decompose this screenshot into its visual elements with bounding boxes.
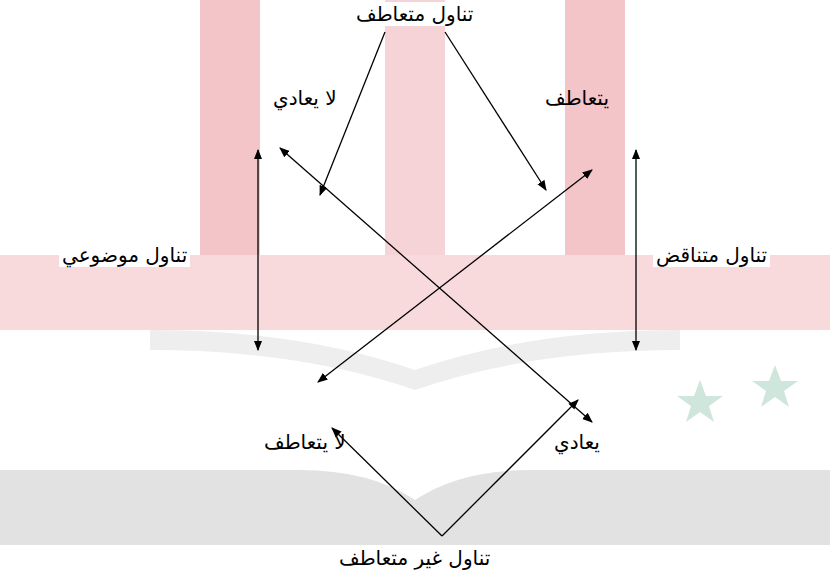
relation-arrow [635,150,636,350]
term-text: لا يتعاطف [264,430,346,454]
logo-bar [385,0,445,260]
relation-label: تناول متناقض [653,243,770,267]
logo-star [677,380,723,422]
relation-label: تناول موضوعي [59,243,190,267]
leader-arrow [442,400,578,536]
term-text: لا يعادي [273,86,337,110]
term-node: يعادي [548,428,606,456]
leader-arrow [332,428,442,536]
logo-star [752,365,798,407]
leader-arrow [445,32,546,190]
leader-arrows [320,32,578,536]
term-node: لا يعادي [267,84,343,112]
relation-arrow [257,150,258,350]
logo-grey-band [0,470,830,545]
relation-label: تناول غير متعاطف [336,546,493,570]
logo-book [150,330,680,390]
relation-label: تناول متعاطف [353,2,476,26]
relation-arrow [318,170,592,382]
term-node: يتعاطف [539,84,615,112]
leader-arrow [320,32,385,195]
relation-arrow [280,148,592,422]
term-text: يتعاطف [545,86,609,110]
term-node: لا يتعاطف [258,428,352,456]
term-text: يعادي [554,430,600,454]
